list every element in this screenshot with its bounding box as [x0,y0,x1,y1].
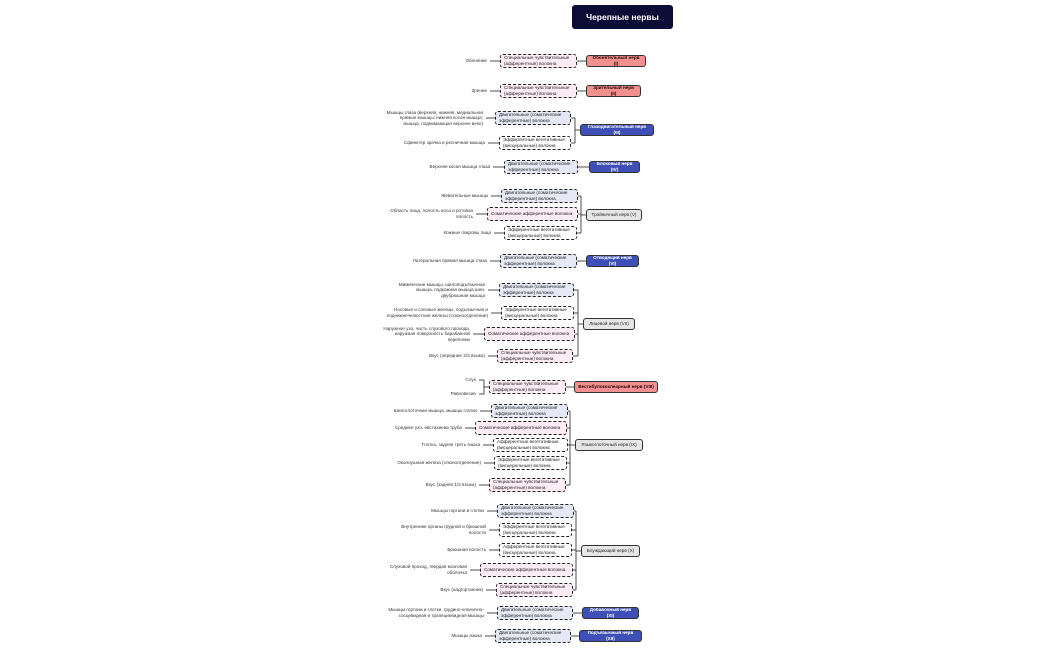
nerve-node: Тройничный нерв (V) [586,209,642,221]
fiber-node: Эфферентные вегетативные (висцеральные) … [499,136,571,150]
nerve-node: Блуждающий нерв (X) [581,545,640,557]
fiber-node: Афферентные вегетативные (висцеральные) … [493,438,568,452]
fiber-node: Эфферентные вегетативные (висцеральные) … [499,523,572,537]
fiber-node: Соматические афферентные волокна [484,327,575,341]
target-label: Околоушная железа (слюноотделение) [397,460,481,466]
target-label: Мышцы глаза (верхняя, нижняя, медиальная… [386,109,483,126]
target-label: Верхняя косая мышца глаза [429,164,490,170]
target-label: Слух [465,377,476,383]
fiber-node: Двигательные (соматические эфферентные) … [499,283,574,297]
target-label: Вкус (задняя 1/3 языка) [425,482,476,488]
fiber-node: Двигательные (соматические эфферентные) … [500,254,577,268]
nerve-node: Добавочный нерв (XI) [582,607,639,619]
target-label: Равновесие [450,391,476,397]
target-label: Наружное ухо, часть слухового прохода, н… [383,326,470,342]
nerve-node: Отводящий нерв (VI) [586,255,639,267]
fiber-node: Двигательные (соматические эфферентные) … [495,111,571,125]
nerve-node: Языкоглоточный нерв (IX) [575,439,643,451]
target-label: Мышцы гортани и глотки [431,508,484,514]
target-label: Слуховой проход, твердая мозговая оболоч… [389,564,467,575]
fiber-node: Эфферентные вегетативные (висцеральные) … [504,226,577,240]
fiber-node: Двигательные (соматические эфферентные) … [497,606,573,620]
fiber-node: Двигательные (соматические эфферентные) … [504,160,578,174]
fiber-node: Эфферентные вегетативные (висцеральные) … [494,456,567,470]
target-label: Обоняние [465,58,487,64]
target-label: Кожные покровы лица [443,230,491,236]
target-label: Вкус (передние 2/3 языка) [429,353,485,359]
fiber-node: Эфферентные вегетативные (висцеральные) … [501,306,574,320]
diagram-title: Черепные нервы [572,5,673,29]
target-label: Вкус (надгортанник) [440,587,483,593]
fiber-node: Соматические афферентные волокна [487,207,578,221]
target-label: Мышцы гортани и глотки, грудино-ключично… [388,607,484,618]
nerve-node: Блоковый нерв (IV) [589,161,640,173]
fiber-node: Двигательные (соматические эфферентные) … [501,189,578,203]
target-label: Мимические мышцы, шилоподъязычная мышца,… [398,282,485,298]
target-label: Мышцы языка [451,633,482,639]
nerve-node: Обонятельный нерв (I) [586,55,646,67]
target-label: Внутренние органы грудной и брюшной поло… [401,524,486,535]
fiber-node: Двигательные (соматические эфферентные) … [491,404,568,418]
target-label: Сфинктер зрачка и ресничная мышца [403,140,485,146]
target-label: Глотка, задняя треть языка [421,442,480,448]
fiber-node: Специальные чувствительные (афферентные)… [489,478,566,492]
target-label: Область лица, полость носа и ротовая пол… [390,208,473,219]
nerve-node: Вестибулокохлеарный нерв (VIII) [574,381,658,393]
target-label: Латеральная прямая мышца глаза [412,258,487,264]
fiber-node: Соматические афферентные волокна [480,563,573,577]
fiber-node: Двигательные (соматические эфферентные) … [495,629,571,643]
nerve-node: Зрительный нерв (II) [586,85,641,97]
fiber-node: Специальные чувствительные (афферентные)… [489,380,566,394]
fiber-node: Специальные чувствительные (афферентные)… [500,84,577,98]
fiber-node: Специальные чувствительные (афферентные)… [497,349,573,363]
target-label: Носовые и слезные железы, подъязычная и … [386,307,488,318]
target-label: Жевательные мышцы [441,193,488,199]
target-label: Зрение [471,88,487,94]
target-label: Шилоглоточная мышца, мышцы глотки [393,408,477,414]
fiber-node: Соматические афферентные волокна [475,421,567,435]
fiber-node: Афферентные вегетативные (висцеральные) … [499,543,572,557]
fiber-node: Двигательные (соматические эфферентные) … [497,504,574,518]
nerve-node: Лицевой нерв (VII) [583,318,635,330]
fiber-node: Специальные чувствительные (афферентные)… [500,54,577,68]
nerve-node: Подъязычный нерв (XII) [579,630,642,642]
target-label: Брюшная полость [447,547,486,553]
target-label: Среднее ухо, евстахиева труба [394,425,462,431]
nerve-node: Глазодвигательный нерв (III) [580,124,654,136]
fiber-node: Специальные чувствительные (афферентные)… [496,583,573,597]
